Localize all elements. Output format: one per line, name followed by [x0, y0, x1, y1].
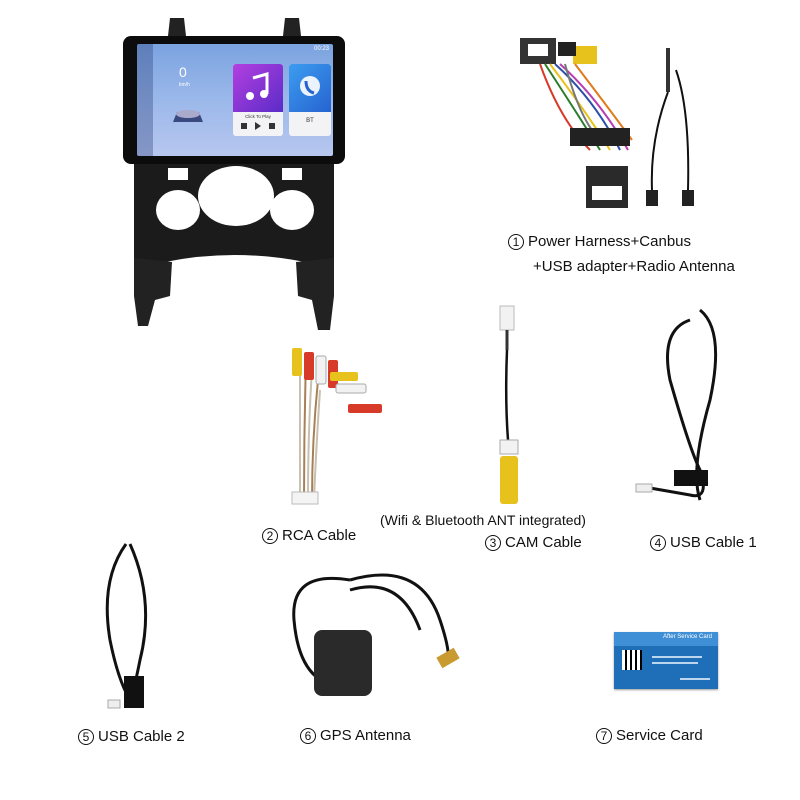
head-unit-screen: 00:23 0 km/h Click To Play: [123, 36, 345, 164]
music-note-icon: [233, 64, 283, 112]
item-3-note: (Wifi & Bluetooth ANT integrated): [380, 512, 586, 528]
item-1-number: 1: [508, 233, 524, 250]
item-7-number: 7: [596, 727, 612, 744]
phone-icon: [289, 64, 331, 112]
service-card-text-line: [652, 656, 702, 658]
speed-value: 0: [179, 64, 187, 80]
service-card-title: After Service Card: [662, 634, 712, 640]
item-1-label-line2: +USB adapter+Radio Antenna: [533, 258, 735, 275]
service-card-image: After Service Card: [614, 632, 718, 689]
speed-widget: 0 km/h: [159, 64, 217, 134]
music-click-to-play: Click To Play: [245, 114, 271, 119]
car-icon: [173, 110, 203, 122]
service-card-text-line: [680, 678, 710, 680]
item-1-text: Power Harness+Canbus: [528, 233, 692, 250]
bt-widget: BT: [289, 64, 331, 136]
bt-label: BT: [306, 118, 314, 124]
service-card-text-line: [652, 662, 698, 664]
item-4-label: 4 USB Cable 1: [650, 534, 757, 551]
item-3-text: CAM Cable: [505, 534, 582, 551]
item-7-label: 7 Service Card: [596, 727, 703, 744]
screen-status-time: 00:23: [313, 46, 329, 52]
speed-unit: km/h: [179, 82, 190, 88]
item-2-text: RCA Cable: [282, 527, 357, 544]
qr-code-icon: [622, 650, 642, 670]
item-4-text: USB Cable 1: [670, 534, 757, 551]
screen-side-icons: [137, 44, 153, 156]
item-6-number: 6: [300, 727, 316, 744]
item-5-text: USB Cable 2: [98, 728, 185, 745]
item-1-label: 1 Power Harness+Canbus: [508, 233, 691, 250]
music-widget: Click To Play: [233, 64, 283, 136]
item-3-label: 3 CAM Cable: [485, 534, 582, 551]
item-4-number: 4: [650, 534, 666, 551]
item-2-number: 2: [262, 527, 278, 544]
item-6-label: 6 GPS Antenna: [300, 727, 411, 744]
service-card-header: After Service Card: [614, 632, 718, 646]
item-6-text: GPS Antenna: [320, 727, 411, 744]
screen-display: 00:23 0 km/h Click To Play: [137, 44, 333, 156]
item-3-number: 3: [485, 534, 501, 551]
item-5-label: 5 USB Cable 2: [78, 728, 185, 745]
item-1-text-line2: +USB adapter+Radio Antenna: [533, 258, 735, 275]
item-5-number: 5: [78, 728, 94, 745]
playback-controls-icon: [241, 122, 275, 130]
item-2-label: 2 RCA Cable: [262, 527, 356, 544]
item-7-text: Service Card: [616, 727, 703, 744]
